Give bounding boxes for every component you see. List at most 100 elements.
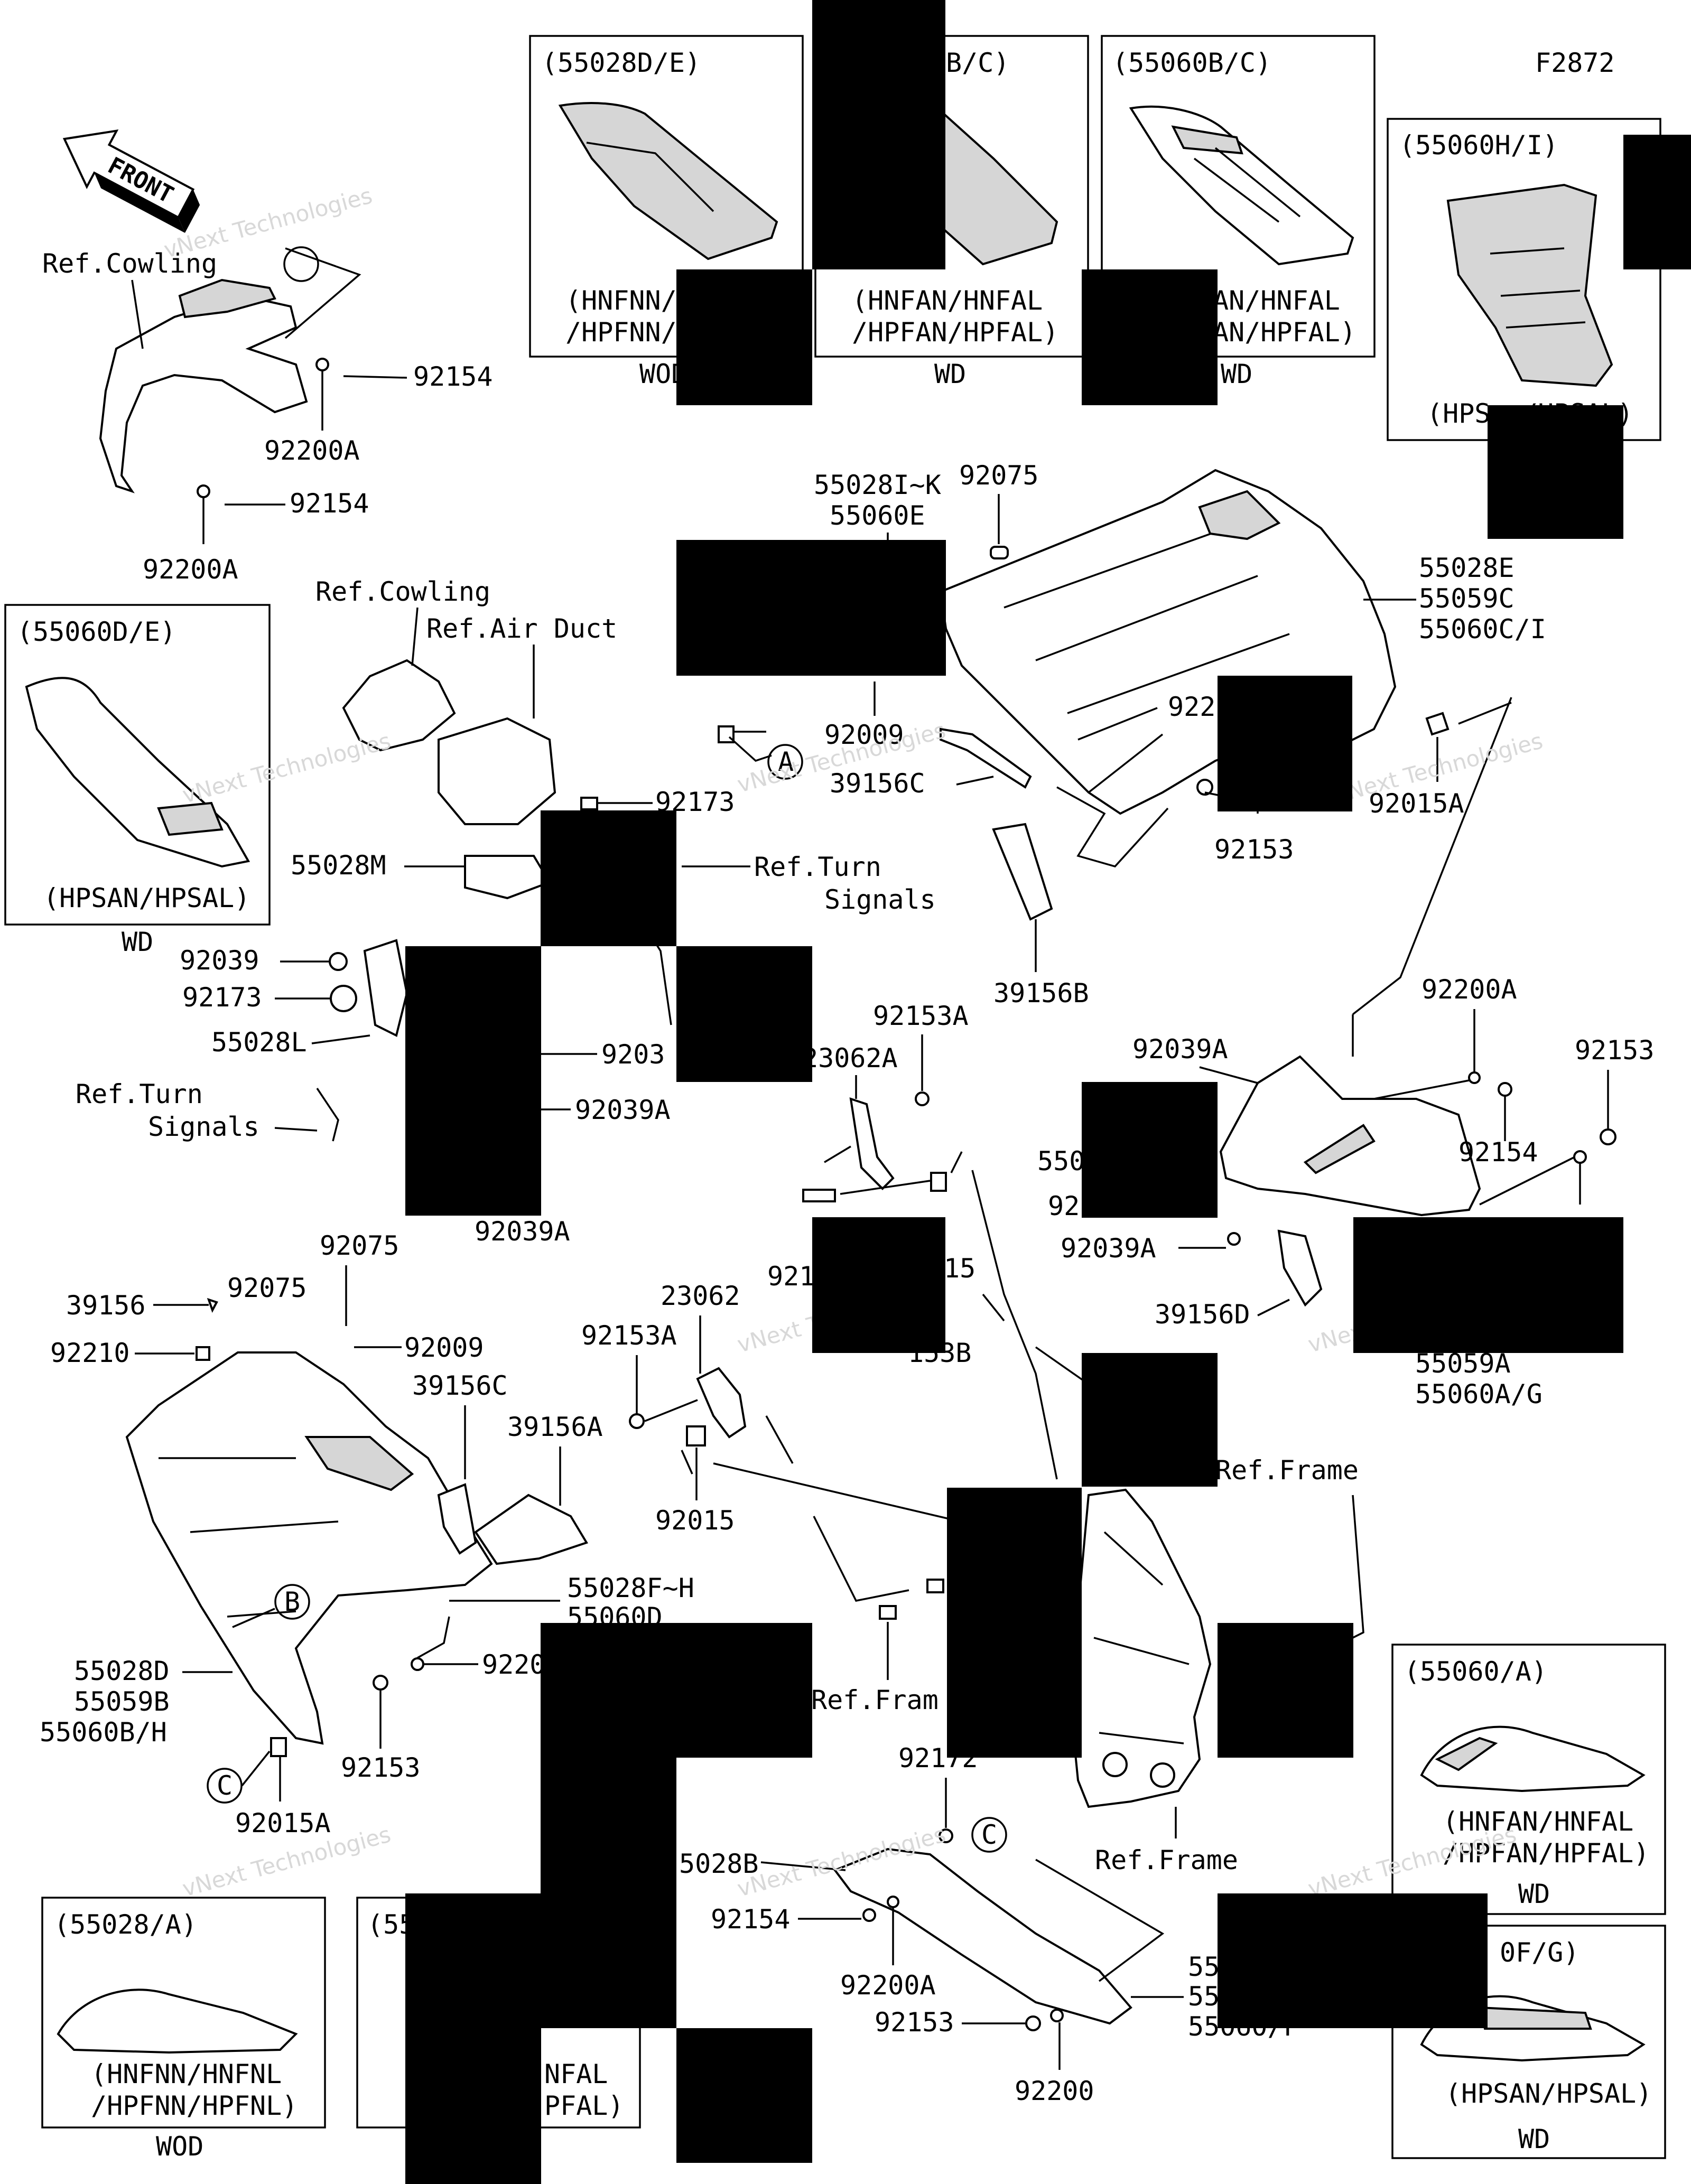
side-cowl-rh-assembly: 92039A 92200A 92154 92153 550 9217 92039… — [1037, 697, 1655, 1486]
variant-box-55028BC: B/C) (HNFAN/HNFAL /HPFAN/HPFAL) WD — [814, 35, 1089, 389]
label-92210: 92210 — [50, 1338, 130, 1368]
label-9220-frag: 9220 — [482, 1649, 545, 1680]
bolt-center — [802, 1189, 836, 1202]
circle-mark-a — [767, 744, 803, 780]
frame-leader — [971, 1170, 1058, 1480]
label-15-frag: 15 — [944, 1253, 975, 1284]
leader-washer-right — [1479, 1156, 1581, 1206]
label-92075-a: 92075 — [959, 460, 1039, 491]
label-23062A: 23062A — [802, 1043, 898, 1074]
part-39156A — [474, 1494, 588, 1565]
redaction-block — [812, 1217, 945, 1353]
washer-right — [1573, 1150, 1587, 1164]
label-92154-b: 92154 — [290, 488, 369, 519]
variant-box-frame — [1391, 1644, 1666, 1915]
cowl-rh-connector — [1352, 697, 1512, 1057]
label-92015A-b: 92015A — [235, 1808, 331, 1838]
variant-part: (55028/A) — [54, 1909, 197, 1940]
leader-92154-a — [343, 375, 407, 379]
circle-label-c2: C — [981, 1819, 997, 1850]
label-9203-frag: 9203 — [601, 1039, 665, 1070]
frame-right-leader — [1352, 1495, 1364, 1639]
redaction-block — [812, 0, 945, 269]
variant-box-frame — [1391, 1925, 1666, 2159]
leader-5028B — [760, 1861, 846, 1871]
redaction-block — [1218, 676, 1352, 811]
variant-models-1: (HPS — [1427, 398, 1490, 429]
leader-39156C-a — [956, 776, 994, 786]
variant-part-drawing — [57, 1989, 298, 2054]
leader-bracket — [284, 247, 361, 339]
stay-23062-assembly: 23062 92153A 92015 Ref.Fram — [581, 1281, 983, 1715]
label-92153-d: 92153 — [875, 2007, 954, 2038]
side-cowl-rh-vent — [1303, 1124, 1376, 1174]
label-92200: 92200 — [1015, 2076, 1094, 2106]
variant-models-1: (HNFNN/HNFNL — [91, 2059, 282, 2089]
label-39156C-a: 39156C — [830, 768, 925, 799]
variant-models-1: (HNFAN/HNFAL — [852, 285, 1043, 316]
label-ref-frame-1: Ref.Frame — [1215, 1455, 1359, 1486]
bolt-92172 — [939, 1828, 953, 1843]
washer-92200A-c — [1468, 1071, 1481, 1084]
redaction-block — [405, 946, 541, 1216]
part-39156 — [207, 1298, 218, 1313]
leader-9220 — [417, 1616, 478, 1665]
washer-92200A-b — [197, 484, 210, 498]
leader-39156D — [1257, 1299, 1290, 1317]
variant-part-graphics — [1490, 247, 1586, 329]
circle-mark-c2 — [971, 1817, 1007, 1853]
front-arrow-depth-bottom — [94, 173, 185, 233]
redaction-block — [1082, 269, 1218, 405]
variant-models-2: /HPFAN/HPFAL) — [1443, 1838, 1649, 1869]
redaction-block — [1218, 1623, 1353, 1758]
variant-part-drawing — [558, 102, 778, 260]
variant-part-detail — [157, 801, 224, 836]
variant-models-1: (HPSAN/HPSAL) — [1445, 2078, 1652, 2109]
label-55028M: 55028M — [291, 850, 386, 881]
label-55028IK: 55028I~K — [814, 470, 941, 500]
variant-color: WOD — [156, 2131, 203, 2162]
frame-shape — [1066, 1488, 1212, 1808]
variant-part: (55028D/E) — [542, 48, 701, 78]
label-92200A-b: 92200A — [143, 554, 238, 585]
leader-92200A-c — [1373, 1009, 1475, 1100]
variant-box-55060A: (55060/A) (HNFAN/HNFAL /HPFAN/HPFAL) WD — [1391, 1644, 1666, 1915]
redaction-block — [541, 1758, 676, 1893]
variant-color: WD — [1518, 1879, 1550, 1909]
label-ref-cowling-1: Ref.Cowling — [42, 248, 217, 279]
part-92039A-d — [1227, 1232, 1241, 1246]
variant-part-drawing — [1446, 183, 1613, 387]
label-ref-turn-b1: Ref.Turn — [76, 1079, 203, 1109]
stay-leaders-2 — [982, 1293, 1090, 1385]
under-cowl-connector — [1035, 1859, 1165, 1982]
variant-models-1: (HNFNN/ — [565, 285, 677, 316]
redaction-block — [405, 2028, 541, 2184]
label-55028D: 55028D — [74, 1656, 170, 1686]
redaction-block — [405, 1893, 676, 2028]
label-92009-b: 92009 — [404, 1332, 484, 1363]
variant-box-frame — [4, 604, 271, 926]
label-92039A-c: 92039A — [1132, 1034, 1228, 1065]
label-ref-turn-a1: Ref.Turn — [754, 852, 881, 882]
part-92015A-a — [1425, 712, 1450, 736]
variant-models-2: /HPFNN/ — [565, 317, 677, 348]
label-92039-a: 92039 — [180, 945, 259, 976]
redaction-block — [541, 1623, 812, 1758]
variant-models-1: AN/HNFAL — [1213, 285, 1340, 316]
leader-circle-c1 — [241, 1750, 271, 1787]
part-23062 — [696, 1367, 747, 1439]
redaction-block — [676, 2028, 812, 2163]
label-92200A-d: 92200A — [840, 1970, 936, 2001]
variant-box-55060HI: (55060H/I) (HPS /HPSAL) — [1387, 118, 1661, 441]
variant-color: WD — [122, 927, 153, 957]
frame-mount-1 — [1102, 1752, 1128, 1777]
part-92173-a — [580, 797, 598, 810]
label-550-frag: 550 — [1037, 1146, 1085, 1177]
leader-92015-a — [681, 1448, 983, 1528]
label-92154-c: 92154 — [1458, 1137, 1538, 1168]
variant-color: WD — [1221, 359, 1252, 389]
leader-55028L — [311, 1034, 370, 1044]
leader-circle — [283, 246, 319, 282]
variant-part: (55060H/I) — [1399, 130, 1558, 161]
